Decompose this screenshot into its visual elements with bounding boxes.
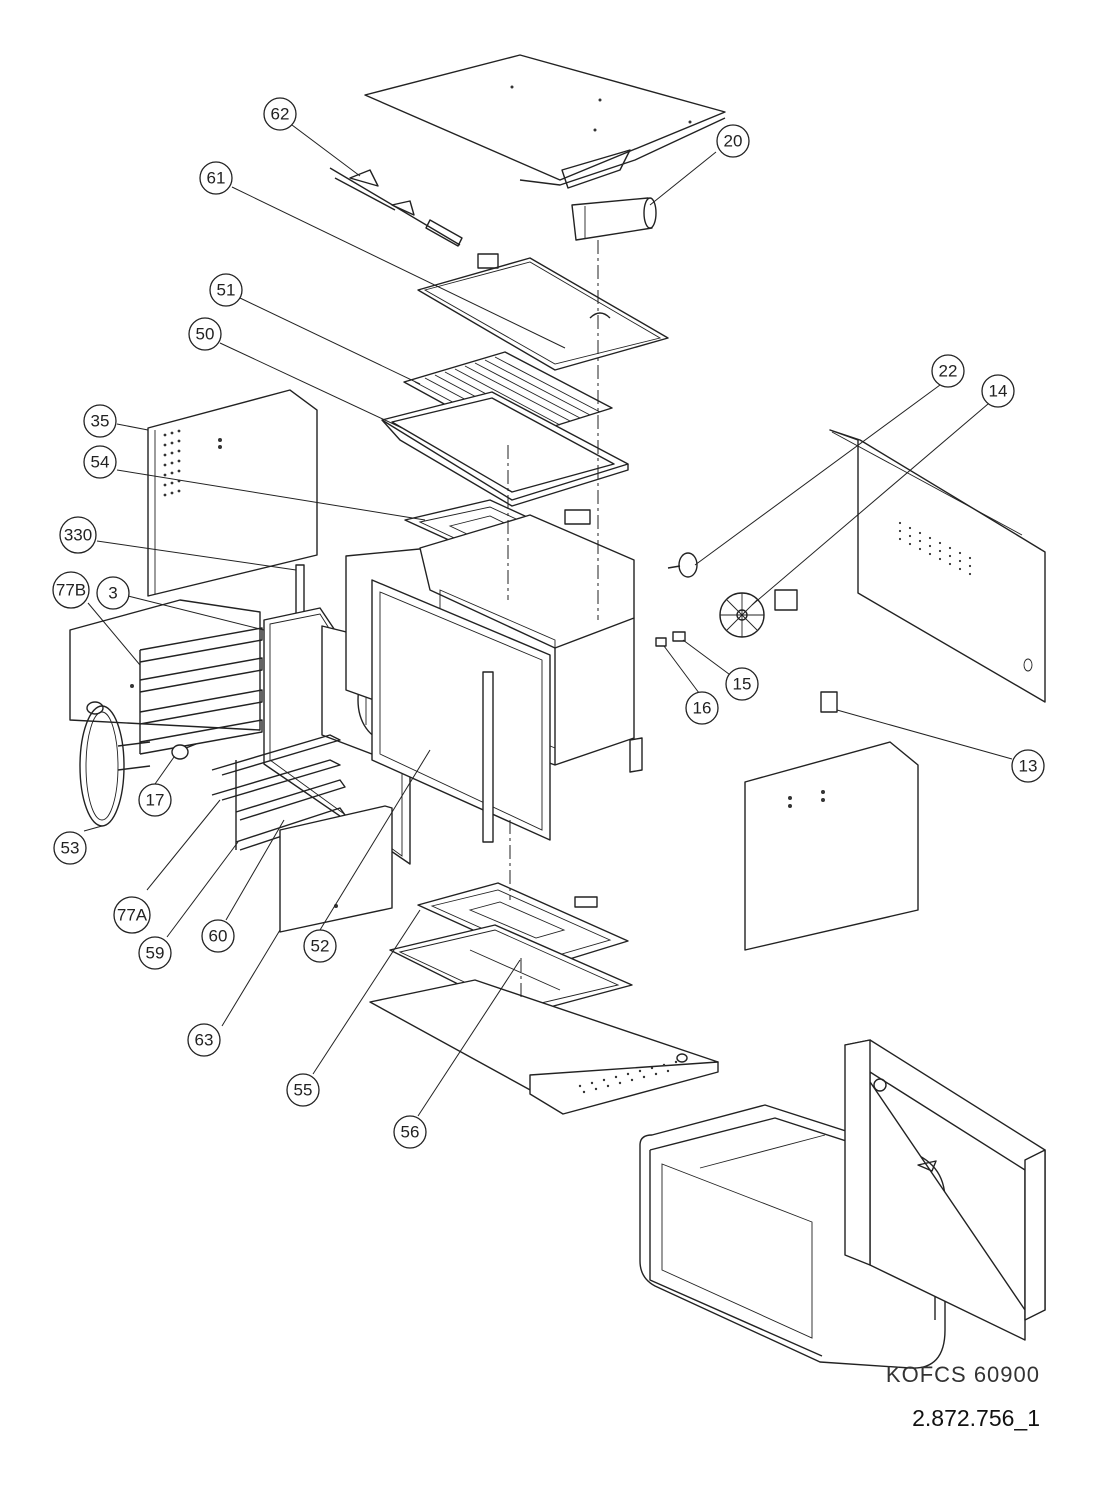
- svg-text:77A: 77A: [117, 906, 148, 925]
- svg-text:63: 63: [195, 1031, 214, 1050]
- svg-text:55: 55: [294, 1081, 313, 1100]
- svg-text:22: 22: [939, 362, 958, 381]
- svg-text:53: 53: [61, 839, 80, 858]
- centre-lines: [507, 240, 599, 1000]
- thermostats: [655, 631, 686, 647]
- bottom-base-plate: [369, 979, 719, 1115]
- right-lower-panel: [744, 741, 919, 951]
- svg-text:17: 17: [146, 791, 165, 810]
- svg-text:54: 54: [91, 453, 110, 472]
- callout-20: 20: [716, 124, 750, 158]
- left-control-panel: [69, 599, 261, 731]
- left-side-panel: [147, 389, 318, 597]
- callout-13: 13: [1011, 749, 1045, 783]
- oven-lamp: [171, 743, 197, 760]
- svg-text:77B: 77B: [56, 581, 86, 600]
- rotisserie-frame: [417, 253, 669, 371]
- svg-text:62: 62: [271, 105, 290, 124]
- svg-text:50: 50: [196, 325, 215, 344]
- callout-50: 50: [188, 317, 222, 351]
- svg-text:35: 35: [91, 412, 110, 431]
- left-shelf-guides-77B: [139, 627, 263, 755]
- svg-text:16: 16: [693, 699, 712, 718]
- svg-text:61: 61: [207, 169, 226, 188]
- callout-60: 60: [201, 919, 235, 953]
- svg-text:3: 3: [108, 584, 117, 603]
- component-block: [820, 691, 838, 713]
- svg-text:51: 51: [217, 281, 236, 300]
- rotisserie-spit: [329, 167, 463, 247]
- svg-text:20: 20: [724, 132, 743, 151]
- callout-53: 53: [53, 831, 87, 865]
- right-side-panel: [829, 429, 1046, 703]
- svg-text:14: 14: [989, 382, 1008, 401]
- callout-14: 14: [981, 374, 1015, 408]
- callout-16: 16: [685, 691, 719, 725]
- fan-motor: [667, 552, 698, 578]
- callout-3: 3: [96, 576, 130, 610]
- callout-63: 63: [187, 1023, 221, 1057]
- rear-frame: [844, 1039, 1046, 1341]
- callout-77A: 77A: [113, 896, 151, 934]
- top-cover-panel: [364, 54, 726, 189]
- baking-tray: [381, 391, 629, 507]
- callout-22: 22: [931, 354, 965, 388]
- oven-cavity: [345, 514, 643, 843]
- callout-77B: 77B: [52, 571, 90, 609]
- callout-15: 15: [725, 667, 759, 701]
- svg-text:59: 59: [146, 944, 165, 963]
- svg-text:52: 52: [311, 937, 330, 956]
- svg-text:15: 15: [733, 675, 752, 694]
- callout-56: 56: [393, 1115, 427, 1149]
- svg-text:330: 330: [64, 526, 92, 545]
- callout-62: 62: [263, 97, 297, 131]
- callout-55: 55: [286, 1073, 320, 1107]
- drawing-code: 2.872.756_1: [912, 1405, 1040, 1431]
- callout-52: 52: [303, 929, 337, 963]
- svg-text:56: 56: [401, 1123, 420, 1142]
- callout-51: 51: [209, 273, 243, 307]
- svg-text:13: 13: [1019, 757, 1038, 776]
- bottom-left-panel: [279, 805, 393, 933]
- callout-17: 17: [138, 783, 172, 817]
- leader-lines: [83, 124, 1013, 1117]
- fan-blade: [719, 589, 798, 638]
- svg-text:60: 60: [209, 927, 228, 946]
- callout-61: 61: [199, 161, 233, 195]
- fan-motor-cover: [571, 197, 657, 241]
- model-name: KOFCS 60900: [885, 1362, 1040, 1387]
- callout-59: 59: [138, 936, 172, 970]
- callout-54: 54: [83, 445, 117, 479]
- callout-35: 35: [83, 404, 117, 438]
- callout-330: 330: [59, 516, 97, 554]
